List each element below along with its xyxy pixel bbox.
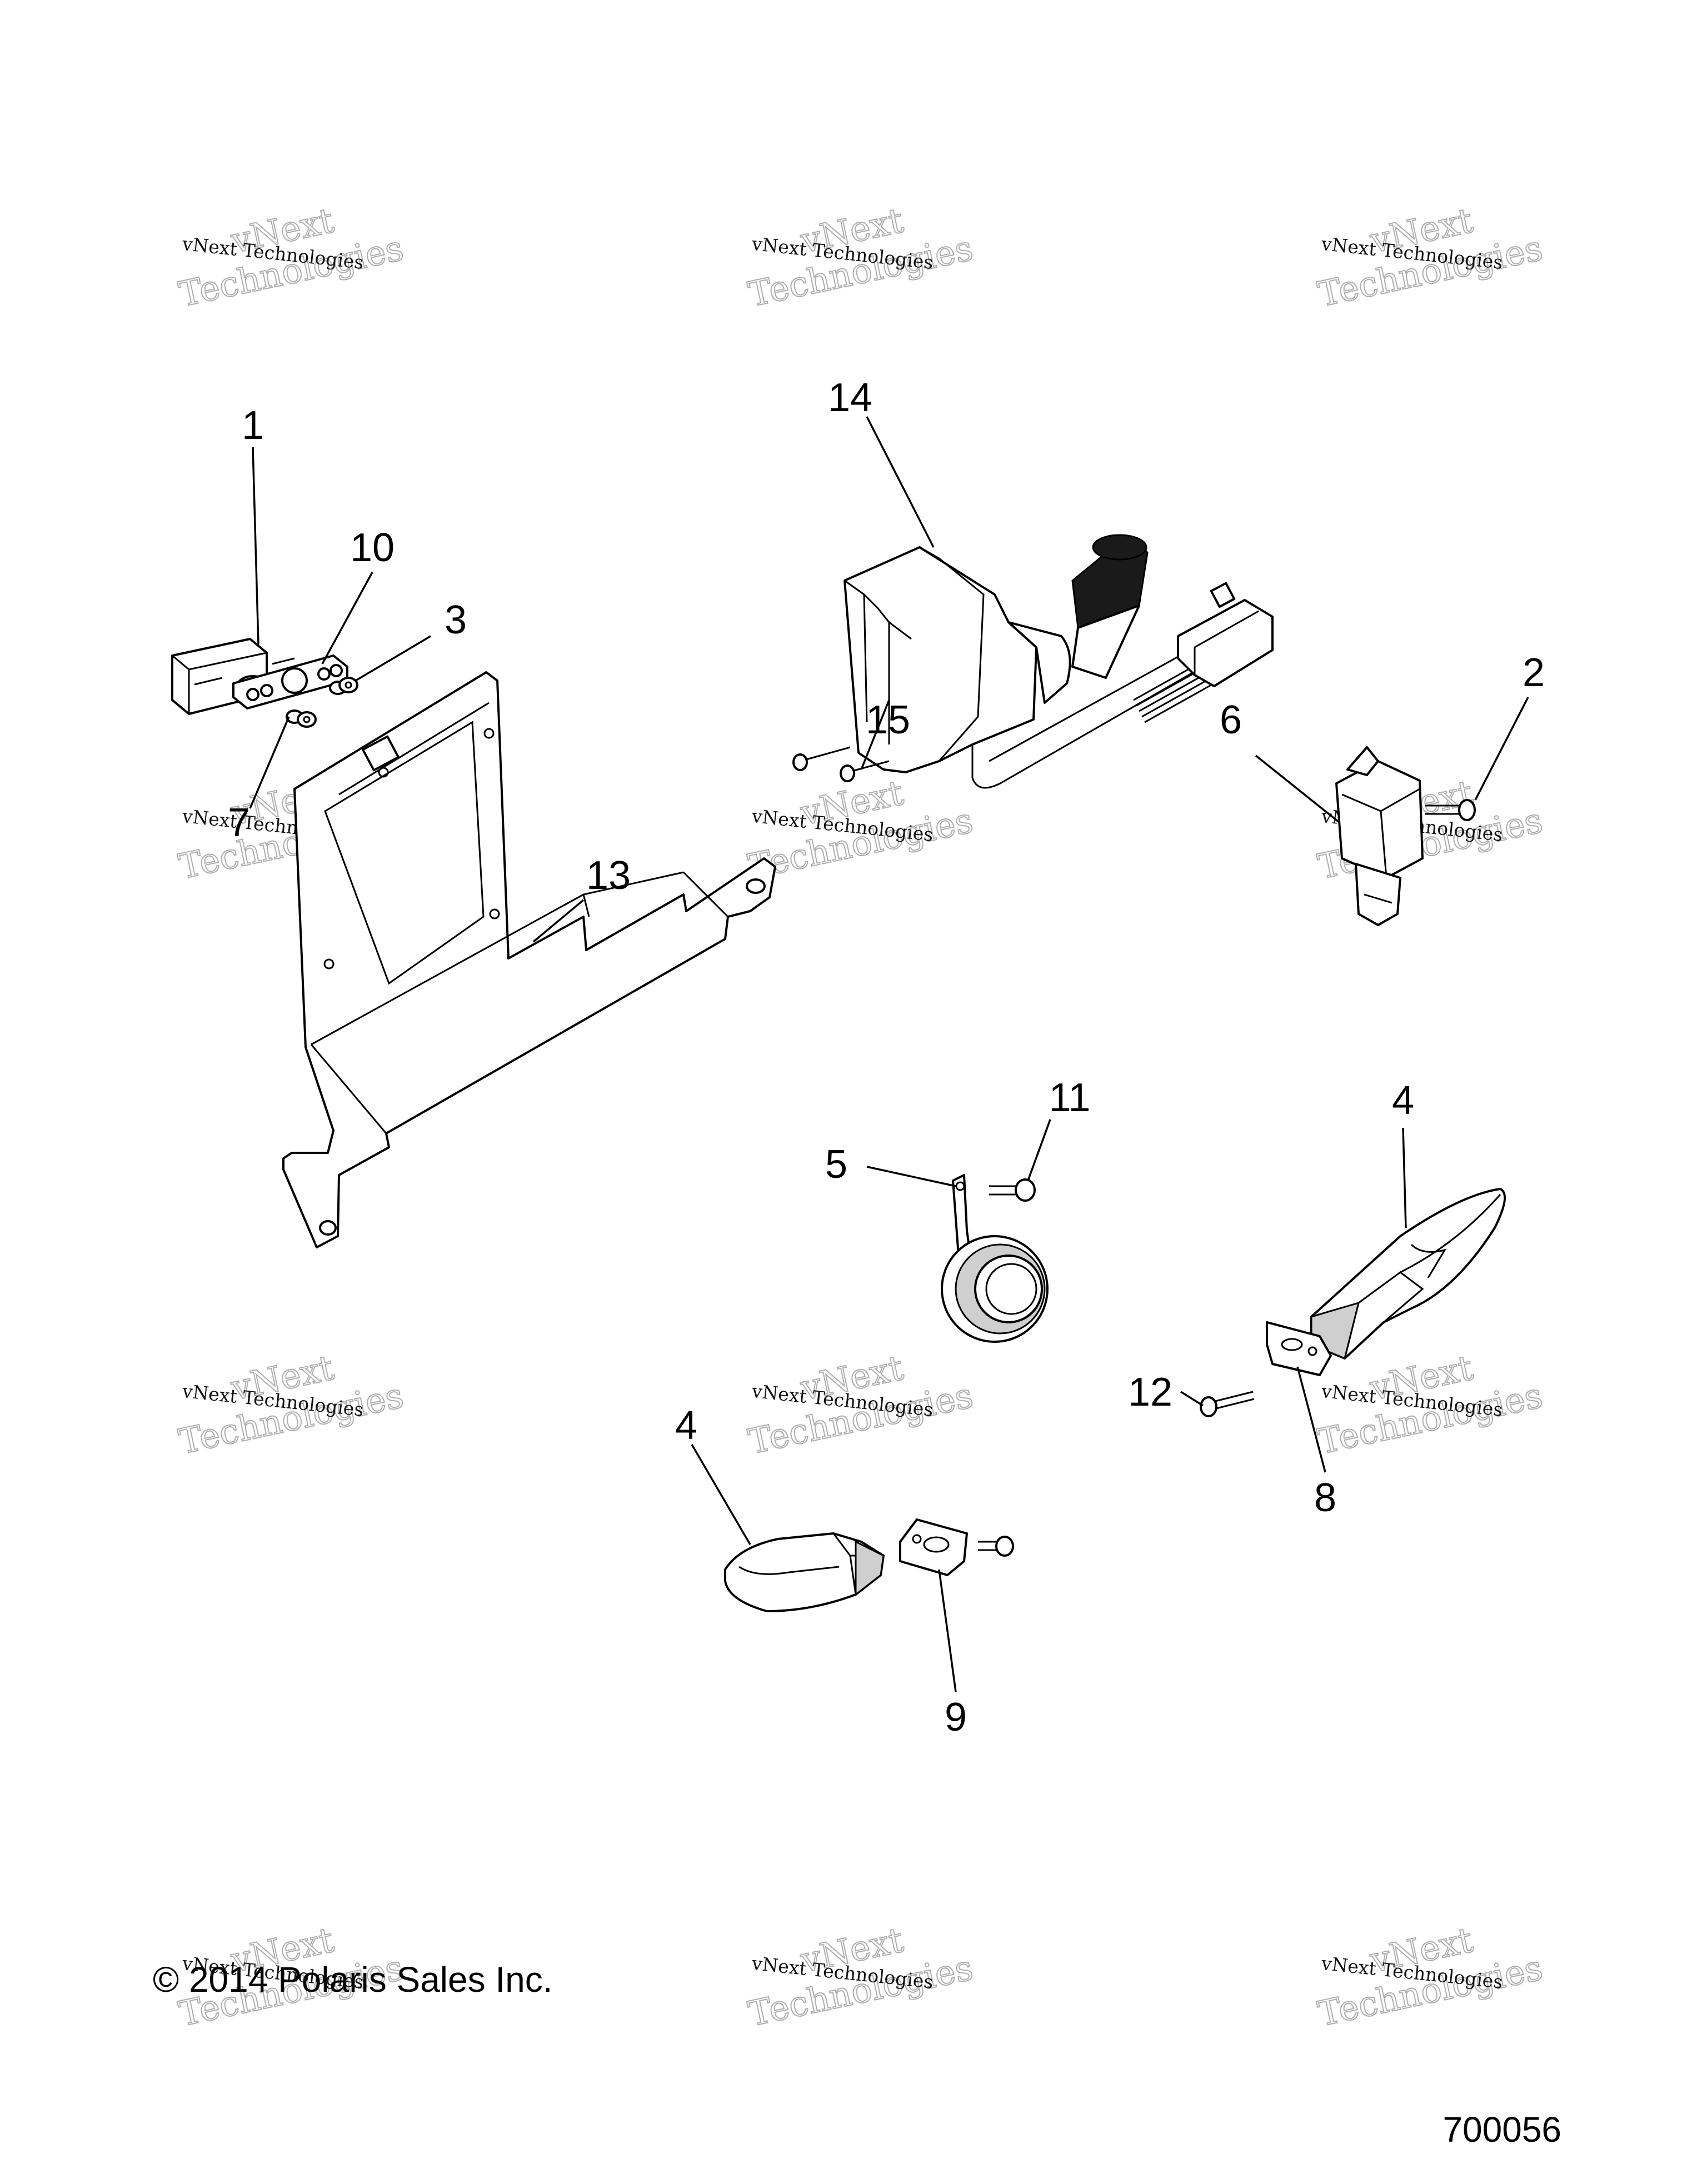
callout-4b: 4 (675, 1403, 697, 1448)
part-9-plate (899, 1518, 968, 1576)
drawing-number: 700056 (1443, 2110, 1561, 2150)
callout-12: 12 (1128, 1370, 1172, 1415)
leader-lines (249, 416, 1529, 1692)
callout-5: 5 (825, 1142, 847, 1187)
part-2-screw (1425, 799, 1476, 821)
callout-13: 13 (586, 853, 631, 898)
part-3-nut (329, 677, 358, 695)
callout-3: 3 (445, 598, 467, 642)
part-12-screw (1200, 1391, 1255, 1417)
callout-2: 2 (1523, 651, 1545, 695)
part-6-relay (1335, 746, 1424, 926)
part-7-nut (286, 709, 317, 728)
part-8-plate (1266, 1321, 1332, 1376)
callout-8: 8 (1314, 1476, 1336, 1520)
callout-4a: 4 (1392, 1078, 1414, 1123)
callout-14: 14 (828, 376, 872, 420)
part-13-bracket (282, 671, 776, 1248)
part-5-horn (941, 1174, 1049, 1343)
copyright-text: © 2014 Polaris Sales Inc. (153, 1960, 553, 2000)
callout-15: 15 (866, 698, 910, 742)
callout-1: 1 (242, 403, 264, 448)
callout-6: 6 (1220, 698, 1242, 742)
callout-10: 10 (350, 526, 395, 570)
part-4-turn-signal-left (724, 1532, 885, 1612)
part-11-bolt (989, 1178, 1036, 1202)
part-15-screws (792, 746, 890, 782)
part-4-turn-signal-right (1310, 1188, 1506, 1360)
callout-7: 7 (228, 801, 250, 845)
callout-11: 11 (1049, 1076, 1091, 1120)
callout-labels: 1 2 3 4 4 5 6 7 8 9 10 11 12 13 14 15 (228, 376, 1545, 1740)
callout-9: 9 (945, 1695, 967, 1740)
part-9-screw (978, 1536, 1014, 1557)
part-14-switch (843, 534, 1274, 789)
